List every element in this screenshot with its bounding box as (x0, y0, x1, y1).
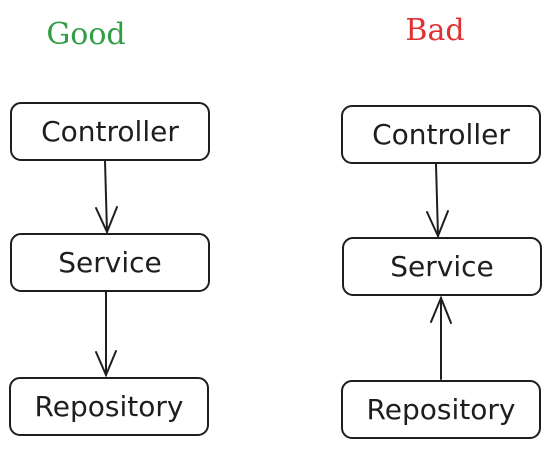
good-heading: Good (46, 17, 125, 52)
good-controller-box (10, 102, 210, 161)
bad-arrow-repository-to-service (430, 295, 452, 380)
good-arrow-service-to-repository (95, 291, 117, 378)
bad-service-box (342, 237, 542, 296)
good-repository-box (9, 377, 209, 436)
bad-arrow-controller-to-service (426, 163, 449, 239)
good-repository-label: Repository (35, 390, 184, 423)
bad-column: Controller Service Repository (341, 105, 542, 439)
bad-repository-box (341, 380, 541, 439)
good-column: Controller Service Repository (9, 102, 210, 436)
bad-heading: Bad (405, 13, 464, 48)
bad-repository-label: Repository (367, 393, 516, 426)
good-service-box (10, 233, 210, 292)
bad-controller-box (341, 105, 541, 164)
good-controller-label: Controller (41, 115, 179, 148)
good-arrow-controller-to-service (95, 160, 118, 235)
bad-service-label: Service (390, 250, 493, 283)
bad-controller-label: Controller (372, 118, 510, 151)
good-service-label: Service (58, 246, 161, 279)
